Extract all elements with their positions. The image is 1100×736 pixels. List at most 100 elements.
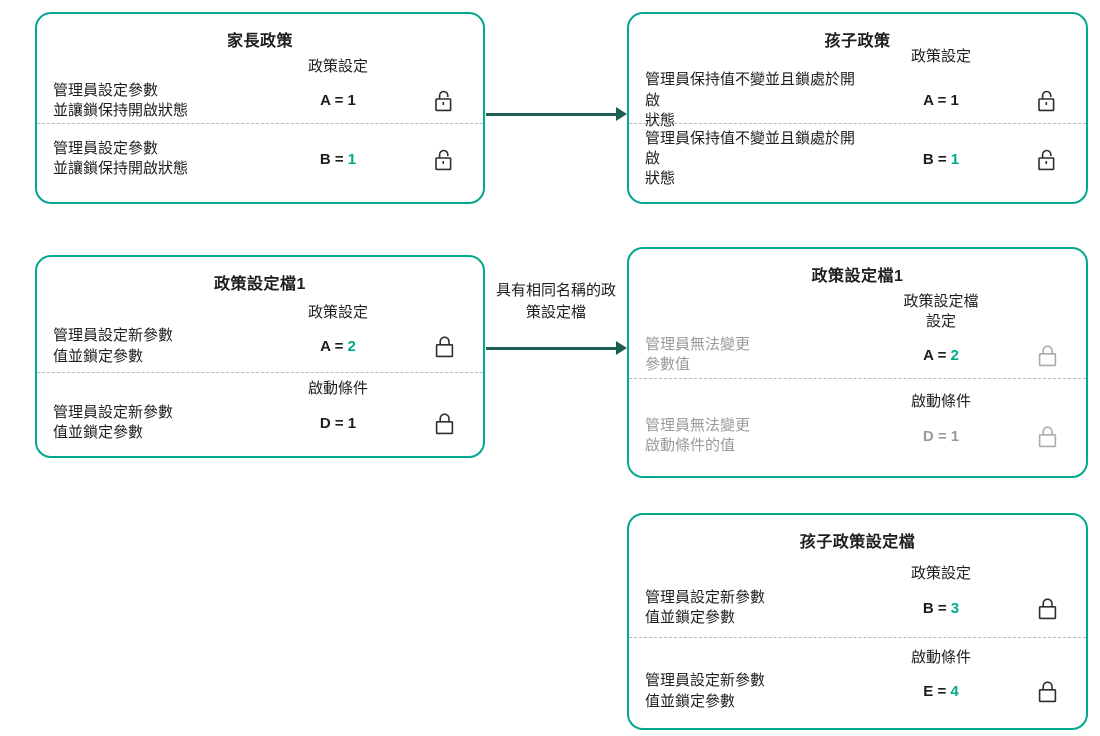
param-value: E = 4 (866, 683, 1016, 700)
param-number: 1 (950, 92, 959, 110)
param-number: 1 (347, 92, 356, 110)
activation-condition-section: 啟動條件 管理員設定新參數 值並鎖定參數 E = 4 (629, 636, 1086, 721)
description-line: 值並鎖定參數 (53, 347, 144, 365)
parent-policy-box: 家長政策 政策設定 管理員設定參數 並讓鎖保持開啟狀態 A = 1 (35, 12, 485, 204)
activation-condition-section: 啟動條件 管理員無法變更 啟動條件的值 D = 1 (629, 377, 1086, 469)
param-number: 1 (950, 150, 960, 168)
param-value: A = 1 (866, 92, 1016, 109)
description-line: 管理員設定參數 (53, 139, 159, 157)
open-lock-icon (1016, 88, 1078, 113)
param-value: D = 1 (866, 428, 1016, 445)
description-line: 啟動條件的值 (645, 437, 736, 454)
description-line: 參數值 (645, 356, 691, 374)
box-title: 政策設定檔1 (214, 276, 306, 293)
description-line: 管理員無法變更 (645, 336, 751, 353)
section-header: 政策設定 (866, 45, 1016, 71)
row-description: 管理員設定新參數 值並鎖定參數 (629, 588, 866, 629)
description-line: 管理員保持值不變並且鎖處於開啟 (645, 129, 856, 167)
section-header-line: 政策設定 (307, 58, 368, 75)
description-line: 狀態 (645, 111, 676, 129)
row-description: 管理員保持值不變並且鎖處於開啟 狀態 (629, 70, 866, 131)
param-number: 1 (347, 414, 357, 432)
section-header: 政策設定 (263, 55, 413, 81)
description-line: 值並鎖定參數 (645, 692, 736, 710)
arrow-label-line: 策設定檔 (525, 303, 586, 321)
description-line: 管理員設定參數 (53, 81, 159, 99)
section-header: 啟動條件 (866, 646, 1016, 672)
section-header: 啟動條件 (866, 390, 1016, 416)
activation-condition-section: 啟動條件 管理員設定新參數 值並鎖定參數 D = 1 (37, 371, 483, 449)
description-line: 管理員無法變更 (645, 416, 751, 434)
open-lock-icon (413, 88, 475, 113)
param-label: B = (922, 599, 947, 617)
description-line: 並讓鎖保持開啟狀態 (53, 160, 189, 177)
section-header: 啟動條件 (263, 377, 413, 403)
child-policy-profile-box: 孩子政策設定檔 政策設定 管理員設定新參數 值並鎖定參數 B = 3 (627, 513, 1088, 730)
row-description: 管理員設定新參數 值並鎖定參數 (37, 403, 263, 444)
param-label: A = (923, 92, 947, 110)
description-line: 值並鎖定參數 (645, 609, 736, 626)
section-header-line: 政策設定 (910, 565, 971, 583)
param-number: 2 (347, 338, 356, 355)
row-description: 管理員無法變更 啟動條件的值 (629, 416, 866, 457)
section-header-line: 啟動條件 (910, 648, 971, 666)
section-header-line: 啟動條件 (307, 380, 368, 398)
param-value: D = 1 (263, 415, 413, 432)
section-header-line: 設定 (925, 312, 956, 330)
arrow-head (616, 341, 627, 355)
lock-icon (1016, 424, 1078, 449)
param-label: A = (320, 338, 344, 355)
param-label: D = (922, 427, 947, 445)
row-description: 管理員設定新參數 值並鎖定參數 (37, 326, 263, 367)
description-line: 管理員設定新參數 (53, 327, 174, 345)
row-description: 管理員設定參數 並讓鎖保持開啟狀態 (37, 81, 263, 122)
policy-profile-setting-section: 政策設定檔 設定 管理員無法變更 參數值 A = 2 (629, 288, 1086, 378)
param-number: 3 (950, 599, 960, 617)
policy-setting-section: 政策設定 管理員設定參數 並讓鎖保持開啟狀態 A = 1 (37, 53, 483, 123)
param-label: D = (319, 414, 344, 432)
section-header-line: 啟動條件 (910, 393, 971, 411)
param-value: A = 2 (263, 338, 413, 355)
section-header-line: 政策設定 (910, 47, 971, 65)
param-label: B = (319, 150, 344, 168)
param-label: A = (320, 92, 344, 110)
arrow-label-line: 具有相同名稱的政 (495, 282, 616, 299)
param-value: B = 1 (866, 151, 1016, 168)
section-header: 政策設定檔 設定 (866, 290, 1016, 335)
box-title: 孩子政策設定檔 (799, 534, 916, 551)
lock-icon (413, 334, 475, 359)
box-title: 政策設定檔1 (811, 268, 904, 285)
box-title: 孩子政策 (824, 33, 891, 50)
description-line: 管理員設定新參數 (645, 588, 766, 606)
section-header-line: 政策設定 (307, 303, 368, 321)
child-policy-profile-1-box: 政策設定檔1 政策設定檔 設定 管理員無法變更 參數值 A = 2 (627, 247, 1088, 478)
policy-setting-section: 政策設定 管理員保持值不變並且鎖處於開啟 狀態 A = 1 (629, 48, 1086, 129)
arrow-line (486, 347, 617, 350)
lock-icon (1016, 343, 1078, 368)
arrow-label: 具有相同名稱的政 策設定檔 (484, 280, 628, 324)
param-number: 4 (950, 683, 959, 700)
policy-setting-section: 管理員保持值不變並且鎖處於開啟 狀態 B = 1 (629, 123, 1086, 194)
description-line: 狀態 (645, 170, 676, 188)
param-number: 1 (347, 150, 357, 168)
param-label: A = (923, 346, 947, 364)
param-value: A = 1 (263, 92, 413, 109)
open-lock-icon (1016, 147, 1078, 172)
row-description: 管理員設定新參數 值並鎖定參數 (629, 671, 866, 712)
open-lock-icon (413, 147, 475, 172)
policy-setting-section: 政策設定 管理員設定新參數 值並鎖定參數 B = 3 (629, 554, 1086, 637)
arrow-head (616, 107, 627, 121)
child-policy-box: 孩子政策 政策設定 管理員保持值不變並且鎖處於開啟 狀態 A = 1 (627, 12, 1088, 204)
param-value: B = 3 (866, 600, 1016, 617)
lock-icon (1016, 596, 1078, 621)
lock-icon (413, 411, 475, 436)
description-line: 值並鎖定參數 (53, 424, 144, 441)
param-number: 1 (950, 427, 960, 445)
section-header-line: 政策設定檔 (903, 293, 979, 310)
param-label: E = (923, 683, 947, 700)
description-line: 管理員設定新參數 (645, 672, 766, 690)
description-line: 管理員設定新參數 (53, 403, 174, 421)
policy-setting-section: 政策設定 管理員設定新參數 值並鎖定參數 A = 2 (37, 296, 483, 372)
policy-profile-1-box: 政策設定檔1 政策設定 管理員設定新參數 值並鎖定參數 A = 2 (35, 255, 485, 458)
